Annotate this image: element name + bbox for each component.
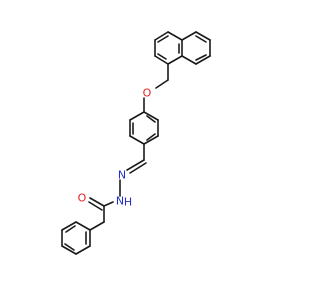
bonds [61, 31, 211, 255]
bond [129, 135, 145, 145]
nitrogen-atom-label: N [118, 169, 126, 182]
oxygen-atom-label: O [78, 192, 87, 205]
bond [154, 31, 169, 41]
structure-canvas: O N N H O [61, 31, 211, 255]
bond [75, 221, 91, 231]
bond [195, 31, 211, 41]
bond [195, 35, 207, 43]
bond [89, 197, 105, 207]
hydrogen-atom-label: H [124, 196, 132, 209]
bond [181, 55, 197, 65]
bond [157, 35, 169, 43]
bond [129, 111, 145, 121]
bond [154, 55, 169, 65]
bond [157, 53, 167, 60]
bond [181, 31, 197, 41]
bond [61, 245, 77, 255]
bond [155, 79, 169, 89]
bond [167, 31, 183, 41]
bond [88, 201, 103, 211]
bond [89, 221, 105, 231]
bond [195, 54, 207, 61]
atom-labels: O N N H O [78, 87, 152, 209]
bond [167, 55, 183, 65]
bond [143, 135, 159, 145]
bond [126, 159, 145, 171]
bond [61, 221, 77, 231]
bond [65, 225, 76, 233]
bond [64, 243, 75, 251]
bond [143, 111, 159, 121]
oxygen-atom-label: O [143, 87, 152, 100]
bond [103, 201, 114, 207]
bond [129, 162, 147, 174]
bond [146, 133, 156, 141]
nitrogen-atom-label: N [116, 195, 124, 208]
bond [75, 245, 91, 255]
bond [195, 55, 211, 65]
bond [146, 115, 156, 123]
